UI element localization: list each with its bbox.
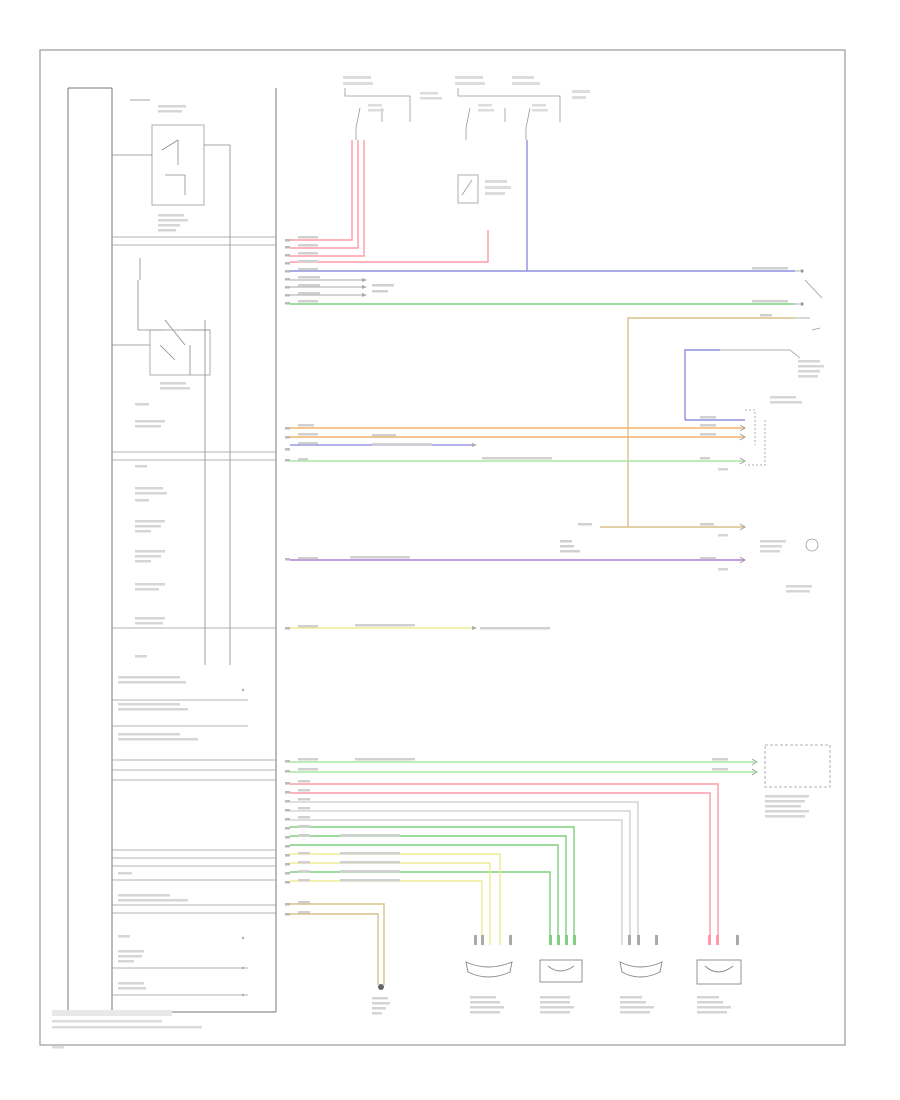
wire-gray-bottom bbox=[290, 801, 639, 945]
abs-module-label-bar bbox=[52, 1010, 172, 1016]
module-bus-lines bbox=[112, 236, 276, 996]
wire-tan-ground bbox=[290, 903, 385, 985]
sensor-icon bbox=[696, 935, 742, 985]
wire-tan bbox=[600, 317, 795, 528]
sensor-icon bbox=[539, 935, 583, 983]
sensor-labels bbox=[470, 996, 731, 1014]
wire-arrows bbox=[362, 278, 477, 630]
wire-red-bottom bbox=[290, 783, 719, 945]
relay-top bbox=[457, 174, 511, 204]
module-pin-labels bbox=[285, 239, 290, 916]
ground-icon bbox=[372, 984, 390, 1015]
fuse-block bbox=[343, 76, 590, 140]
sensor-icon bbox=[619, 935, 663, 978]
wire-green-bottom bbox=[290, 761, 755, 773]
module-labels bbox=[118, 105, 198, 990]
right-component-labels bbox=[718, 360, 824, 818]
abs-module-caption bbox=[52, 1020, 202, 1049]
wire-gray-short bbox=[290, 279, 365, 296]
diagram-border bbox=[39, 49, 846, 1046]
sensor-icon bbox=[465, 935, 513, 978]
wheel-speed-sensors bbox=[465, 935, 742, 985]
right-components bbox=[720, 269, 831, 788]
wire-yellow-sensor bbox=[290, 853, 501, 945]
module-internals bbox=[112, 99, 231, 665]
wire-orange-group bbox=[290, 419, 745, 462]
fuse-labels bbox=[368, 92, 548, 112]
wire-text-strips bbox=[298, 236, 788, 914]
module-markers bbox=[241, 688, 245, 997]
wire-green-sensor bbox=[290, 826, 575, 945]
wire-red-top bbox=[290, 140, 489, 263]
wire-blue bbox=[290, 140, 795, 420]
